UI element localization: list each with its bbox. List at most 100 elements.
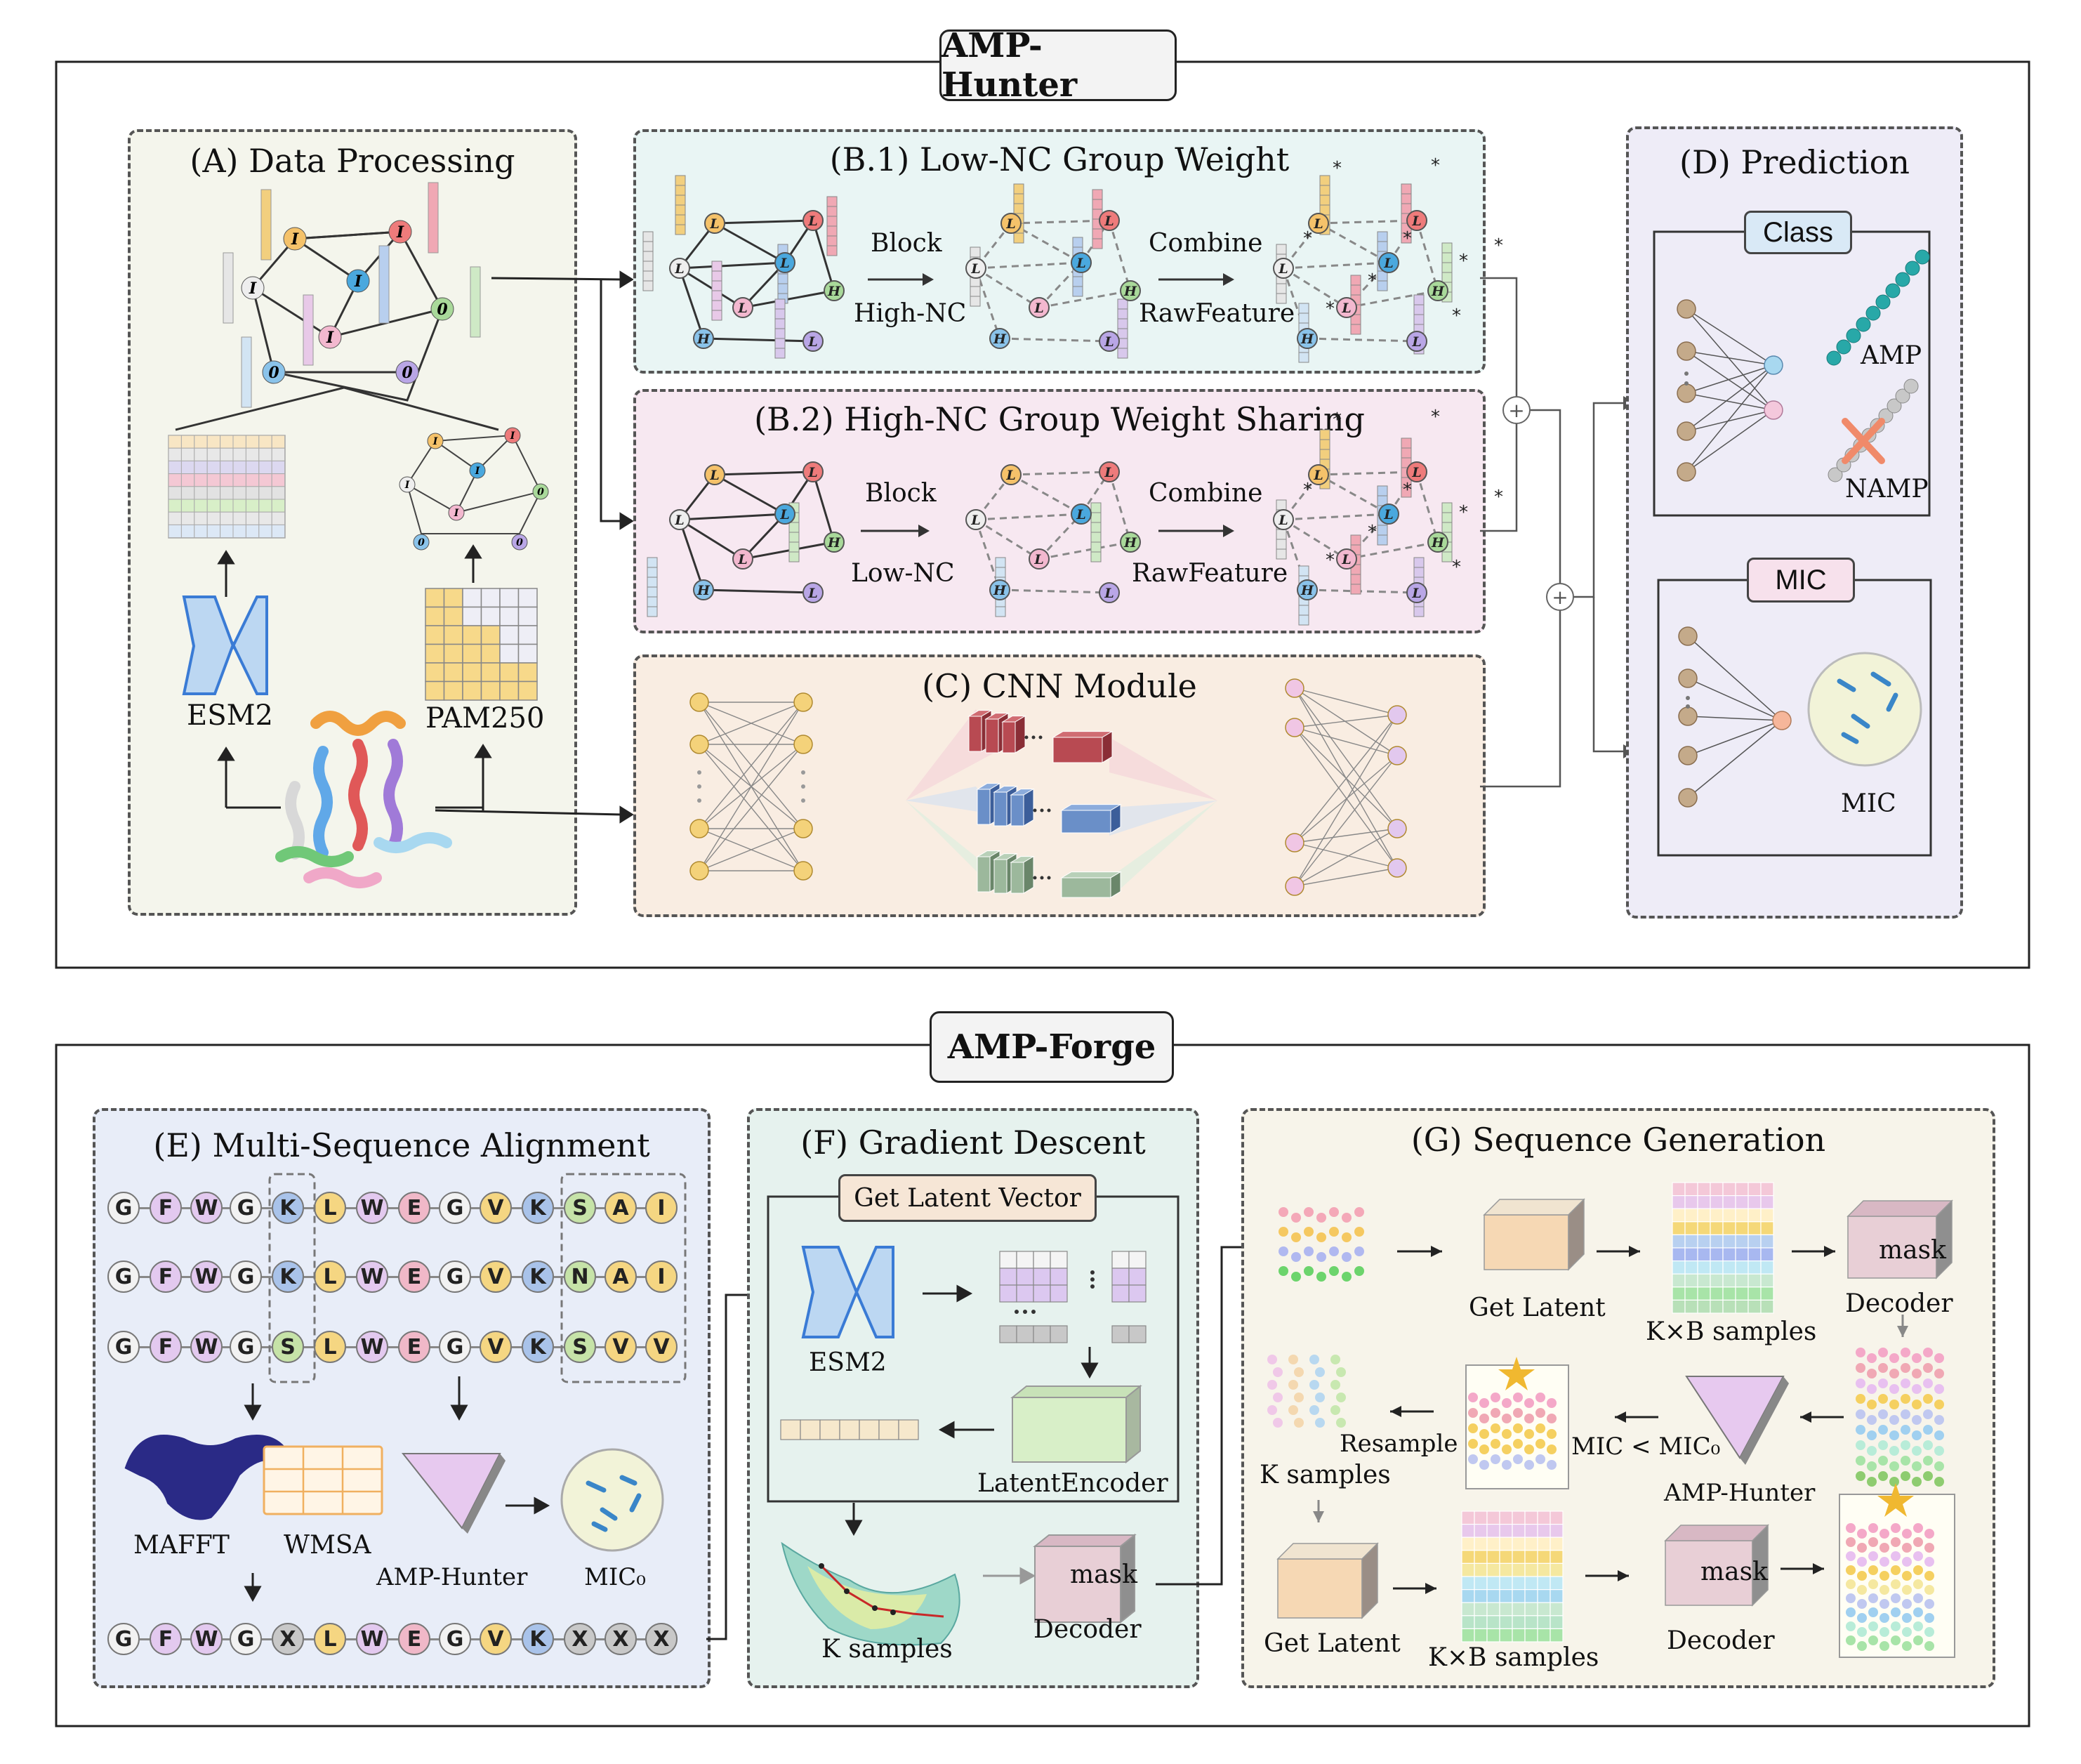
class-tag: Class bbox=[1744, 211, 1852, 254]
svg-text:L: L bbox=[1313, 468, 1323, 483]
residue-link bbox=[346, 1207, 356, 1209]
svg-text:L: L bbox=[1076, 507, 1085, 522]
msa-row-1-residue: G bbox=[439, 1192, 471, 1224]
msa-row-3-residue: F bbox=[150, 1331, 182, 1363]
get-latent-vector-tag: Get Latent Vector bbox=[838, 1174, 1097, 1222]
residue-link bbox=[223, 1276, 230, 1278]
msa-row-2-residue: G bbox=[439, 1261, 471, 1293]
msa-row-3-residue: V bbox=[645, 1331, 678, 1363]
panel-c-graphics bbox=[689, 678, 1407, 899]
residue-link bbox=[182, 1346, 190, 1348]
svg-text:H: H bbox=[1431, 535, 1445, 551]
svg-text:H: H bbox=[827, 284, 841, 299]
esm2-label-f: ESM2 bbox=[809, 1348, 887, 1377]
b1-rawfeature-label: RawFeature bbox=[1139, 299, 1295, 328]
svg-text:*: * bbox=[1368, 522, 1377, 543]
wmsa-label: WMSA bbox=[284, 1531, 371, 1560]
decoder-label-f: Decoder bbox=[1033, 1615, 1142, 1644]
residue-link bbox=[637, 1276, 645, 1278]
b2-rawfeature-label: RawFeature bbox=[1132, 559, 1288, 588]
decoder-label-g2: Decoder bbox=[1667, 1626, 1775, 1655]
panel-f-title: (F) Gradient Descent bbox=[800, 1124, 1146, 1161]
decoder-label-g1: Decoder bbox=[1845, 1289, 1953, 1318]
msa-row-3-residue: L bbox=[314, 1331, 346, 1363]
residue-link bbox=[596, 1638, 605, 1640]
msa-row-2-residue: V bbox=[480, 1261, 512, 1293]
svg-text:L: L bbox=[1033, 301, 1043, 316]
get-latent-label-1: Get Latent bbox=[1469, 1294, 1606, 1322]
svg-text:*: * bbox=[1326, 298, 1335, 320]
svg-text:H: H bbox=[1300, 583, 1314, 598]
svg-text:0: 0 bbox=[537, 487, 544, 498]
svg-text:L: L bbox=[1341, 301, 1351, 316]
latent-encoder-label: LatentEncoder bbox=[977, 1469, 1168, 1498]
msa-row-3-residue: G bbox=[230, 1331, 262, 1363]
panel-g-title: (G) Sequence Generation bbox=[1411, 1121, 1826, 1159]
svg-text:L: L bbox=[1411, 213, 1421, 229]
svg-text:L: L bbox=[970, 513, 980, 528]
b2-lownc-label: Low-NC bbox=[851, 559, 955, 588]
msa-row-3-residue: W bbox=[356, 1331, 388, 1363]
residue-link bbox=[554, 1276, 564, 1278]
panel-c-title: (C) CNN Module bbox=[922, 667, 1197, 705]
msa-row-1-residue: W bbox=[190, 1192, 223, 1224]
get-latent-label-2: Get Latent bbox=[1264, 1629, 1401, 1658]
msa-row-2-residue: W bbox=[190, 1261, 223, 1293]
svg-text:I: I bbox=[432, 436, 438, 447]
pam250-label: PAM250 bbox=[425, 702, 545, 735]
mic-tag: MIC bbox=[1747, 558, 1855, 603]
panel-a-graphics: I I I I I 0 0 0 I I I I bbox=[168, 182, 634, 888]
svg-text:*: * bbox=[1303, 480, 1312, 501]
residue-link bbox=[637, 1346, 645, 1348]
svg-text:L: L bbox=[970, 261, 980, 277]
msa-result-residue: G bbox=[439, 1623, 471, 1655]
amp-hunter-label-e: AMP-Hunter bbox=[376, 1563, 528, 1591]
residue-link bbox=[430, 1638, 439, 1640]
svg-text:L: L bbox=[1411, 465, 1421, 480]
svg-text:*: * bbox=[1459, 502, 1468, 523]
msa-result-residue: F bbox=[150, 1623, 182, 1655]
svg-text:*: * bbox=[1494, 235, 1503, 256]
svg-text:*: * bbox=[1326, 550, 1335, 571]
svg-text:0: 0 bbox=[268, 364, 279, 382]
msa-row-1-residue: L bbox=[314, 1192, 346, 1224]
svg-text:*: * bbox=[1431, 407, 1440, 428]
msa-row-2-residue: A bbox=[605, 1261, 637, 1293]
msa-result-residue: E bbox=[398, 1623, 430, 1655]
msa-result-residue: X bbox=[272, 1623, 304, 1655]
residue-link bbox=[554, 1346, 564, 1348]
svg-text:L: L bbox=[807, 213, 817, 229]
b2-combine-label: Combine bbox=[1149, 479, 1263, 508]
msa-result-residue: X bbox=[564, 1623, 596, 1655]
msa-row-2-residue: F bbox=[150, 1261, 182, 1293]
svg-text:L: L bbox=[807, 586, 817, 601]
kxb-samples-label-2: K×B samples bbox=[1428, 1643, 1599, 1672]
amp-forge-title: AMP-Forge bbox=[930, 1011, 1174, 1083]
svg-text:L: L bbox=[674, 261, 684, 277]
msa-row-1-residue: V bbox=[480, 1192, 512, 1224]
svg-text:*: * bbox=[1368, 270, 1377, 291]
msa-row-3-residue: G bbox=[439, 1331, 471, 1363]
svg-text:L: L bbox=[1104, 334, 1114, 350]
svg-text:H: H bbox=[993, 331, 1007, 347]
panel-b1-title: (B.1) Low-NC Group Weight bbox=[829, 140, 1290, 178]
svg-text:*: * bbox=[1333, 409, 1342, 430]
svg-text:*: * bbox=[1494, 487, 1503, 508]
panel-prediction: (D) Prediction bbox=[1626, 126, 1963, 919]
mafft-label: MAFFT bbox=[133, 1531, 230, 1560]
msa-row-1-residue: A bbox=[605, 1192, 637, 1224]
svg-text:I: I bbox=[396, 223, 404, 242]
mic-label: MIC bbox=[1841, 789, 1896, 818]
residue-link bbox=[388, 1276, 398, 1278]
k-samples-label-f: K samples bbox=[821, 1635, 953, 1664]
msa-row-2-residue: G bbox=[230, 1261, 262, 1293]
residue-link bbox=[140, 1346, 150, 1348]
svg-text:I: I bbox=[249, 279, 257, 298]
msa-row-1-residue: G bbox=[107, 1192, 140, 1224]
msa-row-1-residue: K bbox=[272, 1192, 304, 1224]
svg-text:0: 0 bbox=[516, 537, 523, 548]
residue-link bbox=[304, 1276, 314, 1278]
msa-row-1-residue: S bbox=[564, 1192, 596, 1224]
